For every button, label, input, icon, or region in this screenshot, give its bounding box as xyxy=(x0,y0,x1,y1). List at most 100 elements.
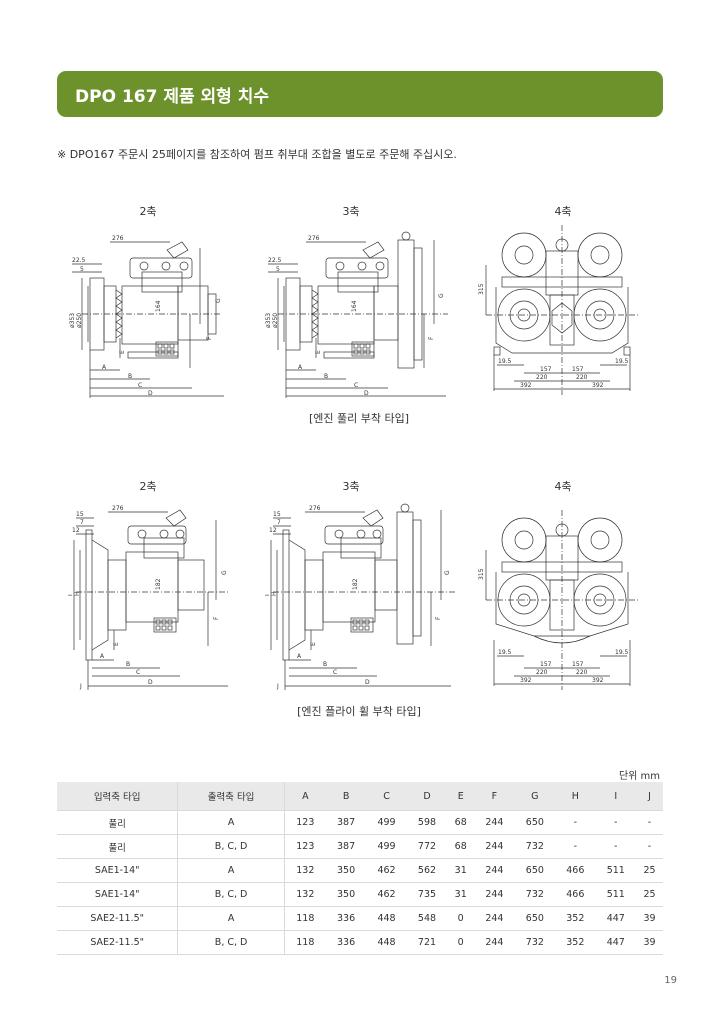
dim-157-right: 157 xyxy=(572,661,584,668)
caption-pulley-type: [엔진 풀리 부착 타입] xyxy=(308,412,410,425)
dim-5: 5 xyxy=(80,266,84,273)
dim-j: J xyxy=(79,683,82,690)
drawing-pulley-4-axis: 315 19.5 19.5 157 157 220 220 392 392 xyxy=(472,215,657,400)
dim-182: 182 xyxy=(352,578,359,590)
table-cell: 650 xyxy=(514,906,556,931)
dim-19-5-left: 19.5 xyxy=(498,358,512,365)
table-cell: 352 xyxy=(555,906,596,931)
drawing-flywheel-2-axis: 15 7 12 276 I H 182 G F E A B C J D xyxy=(68,500,233,695)
table-cell: 68 xyxy=(447,810,475,835)
dim-f: F xyxy=(435,616,442,620)
unit-label: 단위 mm xyxy=(618,771,660,782)
table-cell: 336 xyxy=(325,930,367,955)
col-h: H xyxy=(555,782,596,811)
col-output-type: 출력축 타입 xyxy=(177,782,285,811)
table-cell: 132 xyxy=(284,882,326,907)
table-cell: A xyxy=(177,906,285,931)
table-cell: 650 xyxy=(514,858,556,883)
label-4-axis-flywheel: 4축 xyxy=(554,480,572,493)
table-cell: 132 xyxy=(284,858,326,883)
dim-5: 5 xyxy=(276,266,280,273)
dim-220-left: 220 xyxy=(536,669,548,676)
dim-220-left: 220 xyxy=(536,374,548,381)
dim-15: 15 xyxy=(273,511,281,518)
table-cell: - xyxy=(636,834,663,859)
dim-g: G xyxy=(444,570,451,575)
table-cell: 466 xyxy=(555,882,596,907)
table-cell: 68 xyxy=(447,834,475,859)
table-cell: 387 xyxy=(325,834,367,859)
table-cell: 548 xyxy=(406,906,448,931)
dim-b: B xyxy=(323,661,327,668)
dim-19-5-left: 19.5 xyxy=(498,649,512,656)
table-cell: 25 xyxy=(636,882,663,907)
table-cell: B, C, D xyxy=(177,930,285,955)
table-cell: 499 xyxy=(366,810,407,835)
dim-e: E xyxy=(113,642,120,646)
dim-f: F xyxy=(428,336,435,340)
table-cell: - xyxy=(555,834,596,859)
table-cell: - xyxy=(595,834,636,859)
drawing-pulley-2-axis: 276 22.5 5 ø353 ø250 164 G F E A B C D xyxy=(62,228,232,400)
dim-392-left: 392 xyxy=(520,677,532,684)
table-cell: 732 xyxy=(514,834,556,859)
dim-d: D xyxy=(148,679,153,686)
dim-392-right: 392 xyxy=(592,677,604,684)
dim-d: D xyxy=(364,390,369,397)
dim-15: 15 xyxy=(76,511,84,518)
dim-f: F xyxy=(206,336,213,340)
dim-d: D xyxy=(148,390,153,397)
col-d: D xyxy=(406,782,448,811)
dim-c: C xyxy=(138,382,142,389)
table-cell: - xyxy=(636,810,663,835)
label-3-axis-pulley: 3축 xyxy=(342,205,360,218)
table-cell: 511 xyxy=(595,882,636,907)
dim-22-5: 22.5 xyxy=(72,257,86,264)
dim-c: C xyxy=(354,382,358,389)
dim-276: 276 xyxy=(308,235,320,242)
dim-a: A xyxy=(100,653,105,660)
dim-i: I xyxy=(68,594,74,596)
col-c: C xyxy=(366,782,407,811)
order-note: ※ DPO167 주문시 25페이지를 참조하여 펌프 취부대 조합을 별도로 … xyxy=(57,148,457,161)
table-cell: 31 xyxy=(447,858,475,883)
table-cell: 732 xyxy=(514,882,556,907)
dim-h: H xyxy=(271,591,278,596)
table-cell: 511 xyxy=(595,858,636,883)
table-cell: 118 xyxy=(284,906,326,931)
table-cell: 25 xyxy=(636,858,663,883)
table-cell: 448 xyxy=(366,930,407,955)
table-cell: B, C, D xyxy=(177,882,285,907)
dim-353: ø353 xyxy=(69,313,76,328)
col-i: I xyxy=(595,782,636,811)
dim-j: J xyxy=(276,683,279,690)
dim-d: D xyxy=(365,679,370,686)
table-cell: 462 xyxy=(366,858,407,883)
table-cell: 447 xyxy=(595,930,636,955)
table-cell: 244 xyxy=(474,810,515,835)
col-f: F xyxy=(474,782,515,811)
table-cell: SAE2-11.5" xyxy=(57,906,179,931)
label-3-axis-flywheel: 3축 xyxy=(342,480,360,493)
drawing-pulley-3-axis: 276 22.5 5 ø353 ø250 164 G F E A B C D xyxy=(258,228,458,400)
table-cell: B, C, D xyxy=(177,834,285,859)
dim-164: 164 xyxy=(351,300,358,312)
section-title-banner: DPO 167 제품 외형 치수 xyxy=(57,71,663,117)
dim-276: 276 xyxy=(112,505,124,512)
table-cell: 244 xyxy=(474,930,515,955)
table-cell: 336 xyxy=(325,906,367,931)
col-j: J xyxy=(636,782,663,811)
table-cell: 562 xyxy=(406,858,448,883)
dim-e: E xyxy=(119,350,126,354)
table-cell: 39 xyxy=(636,930,663,955)
dim-e: E xyxy=(310,642,317,646)
dim-164: 164 xyxy=(155,300,162,312)
table-cell: 350 xyxy=(325,882,367,907)
dim-g: G xyxy=(215,298,222,303)
table-cell: 462 xyxy=(366,882,407,907)
